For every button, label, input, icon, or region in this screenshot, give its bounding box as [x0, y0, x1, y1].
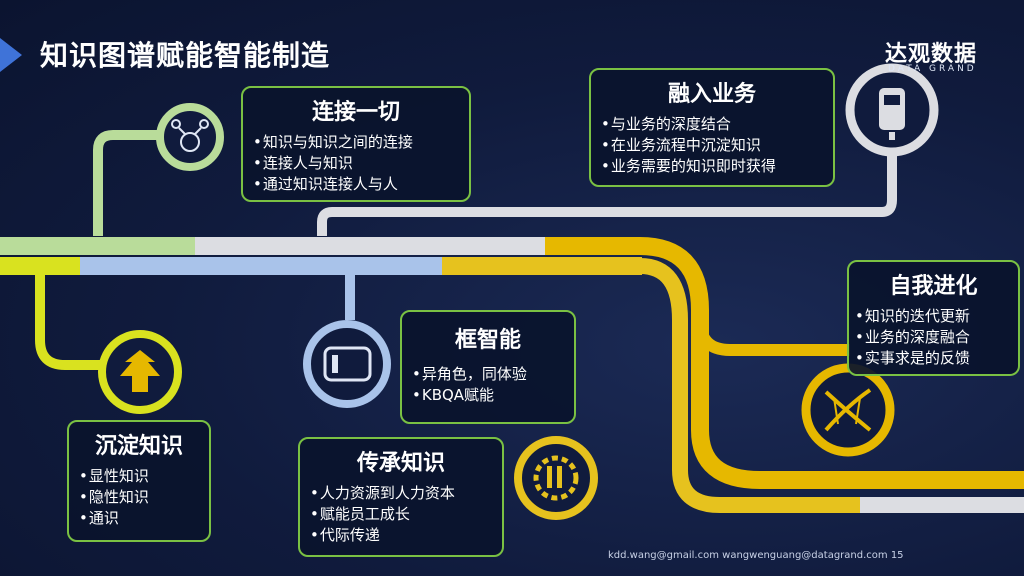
- gear-icon: [514, 436, 598, 520]
- list-item: 人力资源到人力资本: [310, 483, 502, 504]
- track-deposit-branch: [35, 275, 102, 370]
- list-item: 在业务流程中沉淀知识: [601, 135, 833, 156]
- list-item: 赋能员工成长: [310, 504, 502, 525]
- list-item: 与业务的深度结合: [601, 114, 833, 135]
- list-item: 显性知识: [79, 466, 209, 487]
- list-item: 业务的深度融合: [855, 327, 1018, 348]
- list-item: 业务需要的知识即时获得: [601, 156, 833, 177]
- list-item: 异角色，同体验: [412, 364, 574, 385]
- device-icon: [845, 63, 939, 157]
- box-evolve-title: 自我进化: [889, 274, 978, 299]
- title-marker: [0, 38, 22, 72]
- logo-text: 达观数据: [885, 42, 978, 67]
- list-item: 知识的迭代更新: [855, 306, 1018, 327]
- track-band-green: [0, 237, 195, 255]
- box-business-list: 与业务的深度结合 在业务流程中沉淀知识 业务需要的知识即时获得: [601, 114, 833, 177]
- box-inherit-title: 传承知识: [356, 451, 445, 476]
- logo-subtext: DATA GRAND: [888, 64, 977, 74]
- list-item: 实事求是的反馈: [855, 348, 1018, 369]
- box-smart-title: 框智能: [454, 328, 521, 353]
- network-icon: [156, 103, 224, 171]
- track-business-branch: [317, 150, 897, 236]
- box-smart: 框智能 异角色，同体验 KBQA赋能: [400, 310, 576, 424]
- box-business-title: 融入业务: [667, 82, 756, 107]
- box-deposit-list: 显性知识 隐性知识 通识: [79, 466, 209, 529]
- box-connect: 连接一切 知识与知识之间的连接 连接人与知识 通过知识连接人与人: [241, 86, 471, 202]
- list-item: 隐性知识: [79, 487, 209, 508]
- list-item: 通识: [79, 508, 209, 529]
- box-connect-list: 知识与知识之间的连接 连接人与知识 通过知识连接人与人: [253, 132, 469, 195]
- track-band-gray: [195, 237, 545, 255]
- box-deposit: 沉淀知识 显性知识 隐性知识 通识: [67, 420, 211, 542]
- track-band-lime: [0, 257, 80, 275]
- tree-icon: [98, 330, 182, 414]
- track-band-blue: [80, 257, 442, 275]
- tablet-icon: [303, 320, 391, 408]
- box-evolve: 自我进化 知识的迭代更新 业务的深度融合 实事求是的反馈: [847, 260, 1020, 376]
- track-yellow-outer: [545, 237, 1024, 489]
- footer-contact: kdd.wang@gmail.com wangwenguang@datagran…: [608, 550, 904, 561]
- box-business: 融入业务 与业务的深度结合 在业务流程中沉淀知识 业务需要的知识即时获得: [589, 68, 835, 187]
- list-item: KBQA赋能: [412, 385, 574, 406]
- box-connect-title: 连接一切: [311, 100, 400, 125]
- list-item: 通过知识连接人与人: [253, 174, 469, 195]
- list-item: 连接人与知识: [253, 153, 469, 174]
- box-smart-list: 异角色，同体验 KBQA赋能: [412, 364, 574, 406]
- box-deposit-title: 沉淀知识: [94, 434, 183, 459]
- box-inherit-list: 人力资源到人力资本 赋能员工成长 代际传递: [310, 483, 502, 546]
- track-evolve-branch: [694, 319, 850, 356]
- page-title: 知识图谱赋能智能制造: [40, 39, 331, 72]
- track-connect-branch: [93, 130, 160, 236]
- track-band-yellow: [442, 257, 642, 275]
- track-yellow-inner: [639, 258, 860, 513]
- list-item: 知识与知识之间的连接: [253, 132, 469, 153]
- box-evolve-list: 知识的迭代更新 业务的深度融合 实事求是的反馈: [855, 306, 1018, 369]
- dna-icon: [801, 363, 895, 457]
- list-item: 代际传递: [310, 525, 502, 546]
- box-inherit: 传承知识 人力资源到人力资本 赋能员工成长 代际传递: [298, 437, 504, 557]
